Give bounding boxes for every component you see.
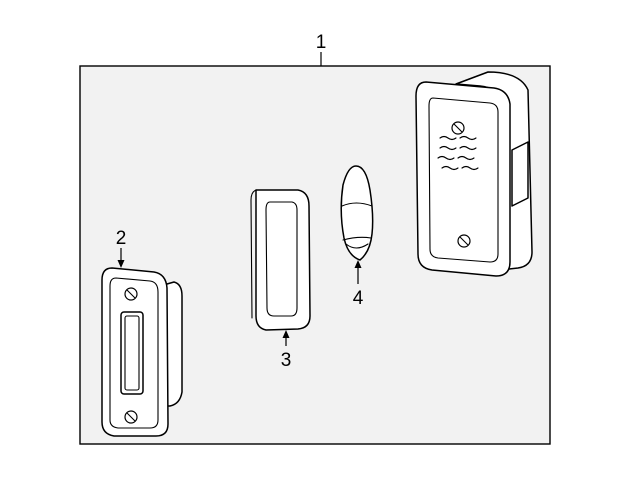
marker-bezel-inner bbox=[109, 277, 159, 429]
housing-top-edge bbox=[455, 71, 489, 85]
bulb-base bbox=[345, 243, 369, 249]
lens-gasket bbox=[250, 189, 311, 331]
bulb-glass bbox=[340, 165, 374, 261]
bulb bbox=[340, 165, 374, 261]
marker-lens-window bbox=[120, 311, 144, 395]
callout-3-label: 3 bbox=[281, 350, 292, 371]
callout-2-label: 2 bbox=[116, 228, 127, 249]
side-marker-lamp bbox=[101, 267, 183, 437]
bulb-band-upper bbox=[341, 202, 373, 207]
lens-outer bbox=[255, 189, 311, 331]
callout-4-arrowhead bbox=[354, 260, 362, 268]
lens-inner bbox=[265, 201, 298, 317]
marker-lens-inner bbox=[124, 315, 140, 391]
callout-2-arrowhead bbox=[117, 260, 125, 268]
callout-3-arrowhead bbox=[282, 330, 290, 338]
housing-side-boss bbox=[511, 141, 529, 207]
bulb-band-lower bbox=[342, 236, 372, 241]
housing-bezel bbox=[415, 81, 511, 277]
lamp-housing-assembly bbox=[415, 71, 533, 277]
housing-bezel-inner bbox=[428, 97, 499, 263]
lens-edge bbox=[250, 189, 257, 319]
callout-4-label: 4 bbox=[353, 288, 364, 309]
lens-texture bbox=[437, 135, 479, 171]
callout-1-label: 1 bbox=[316, 32, 327, 53]
